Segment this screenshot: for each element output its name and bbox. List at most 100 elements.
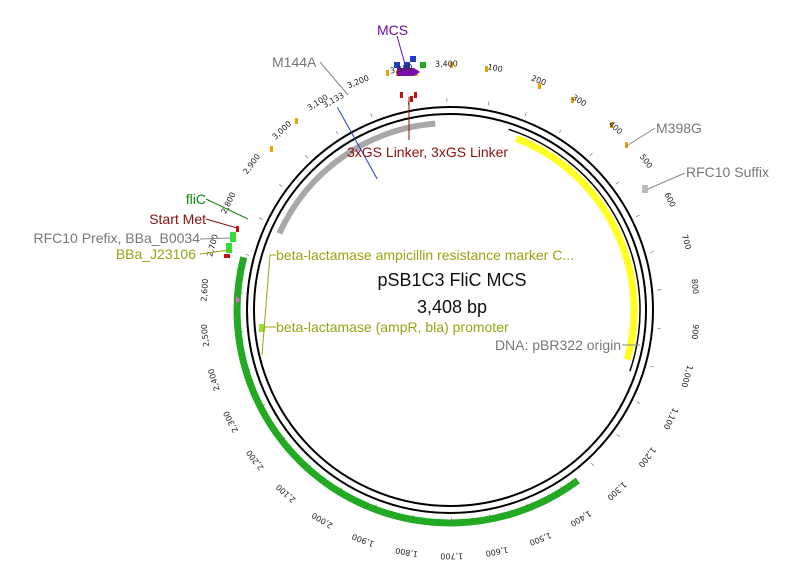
label-m398g: M398G <box>656 120 702 136</box>
label-bla-marker: beta-lactamase ampicillin resistance mar… <box>276 247 574 263</box>
tick-label: 1,800 <box>395 546 419 559</box>
tick-label: 1,500 <box>528 530 553 547</box>
startmet-leader <box>205 218 238 229</box>
tick-label: 3,400 <box>435 59 458 68</box>
j23106-leader <box>199 249 230 255</box>
mcs-feature-cluster <box>394 56 426 102</box>
pink-triangle-mark <box>236 296 240 304</box>
label-start-met: Start Met <box>149 211 206 227</box>
tick-label: 2,700 <box>205 233 220 257</box>
tick-mark <box>335 131 339 135</box>
tick-label: 1,000 <box>679 364 694 388</box>
label-j23106: BBa_J23106 <box>116 246 196 262</box>
tick-label: 400 <box>607 119 624 136</box>
tick-mark <box>279 184 283 187</box>
label-rfc10-prefix: RFC10 Prefix, BBa_B0034 <box>33 230 200 246</box>
site-marker <box>625 142 628 148</box>
tick-label: 100 <box>487 62 504 74</box>
orange-site-markers <box>270 62 628 152</box>
feature-track <box>233 120 638 527</box>
tick-mark <box>616 434 621 438</box>
label-mcs: MCS <box>377 22 408 38</box>
tick-mark <box>524 112 527 117</box>
j23106-mark <box>226 243 232 253</box>
tick-mark <box>489 514 491 519</box>
rfc10-suffix-mark <box>642 185 648 193</box>
linker-mark <box>410 96 413 102</box>
plasmid-length: 3,408 bp <box>417 297 487 317</box>
site-marker <box>571 97 574 103</box>
tick-mark <box>590 462 594 467</box>
tick-label: 3,300 <box>389 62 413 75</box>
tick-label: 1,600 <box>485 545 509 558</box>
tick-label: 2,500 <box>200 324 211 348</box>
tick-mark <box>246 368 251 371</box>
tick-mark <box>615 181 620 185</box>
tick-label: 300 <box>570 93 588 109</box>
site-marker <box>450 62 453 68</box>
site-marker-line <box>336 106 378 180</box>
tick-mark <box>339 487 343 492</box>
bla-marker-leader <box>261 254 276 356</box>
flic-leader <box>205 198 249 220</box>
tick-mark <box>245 254 250 256</box>
tick-label: 3,200 <box>346 73 371 90</box>
tick-mark <box>560 486 563 490</box>
label-flic: fliC <box>186 191 206 207</box>
tick-label: 600 <box>662 191 677 209</box>
tick-label: 1,900 <box>351 532 376 549</box>
tick-mark <box>487 101 490 106</box>
tick-mark <box>589 152 593 157</box>
tick-mark <box>308 464 312 469</box>
feature-arc-dna-pbr322-origin <box>276 120 436 235</box>
linker-mark <box>414 92 417 98</box>
tick-label: 2,900 <box>241 152 262 176</box>
tick-mark <box>649 251 654 253</box>
rfc10prefix-leader <box>199 237 233 240</box>
tick-label: 2,100 <box>274 482 297 504</box>
tick-label: 2,400 <box>207 368 222 393</box>
tick-label: 500 <box>638 152 654 170</box>
tick-label: 2,000 <box>310 511 334 531</box>
mcs-bar <box>394 62 400 68</box>
feature-arc-beta-lactamase-ampicillin-resistance-marker <box>515 135 638 361</box>
inner-strand-arc <box>508 128 641 372</box>
tick-label: 1,100 <box>662 406 680 431</box>
tick-mark <box>261 404 265 407</box>
label-origin: DNA: pBR322 origin <box>495 337 621 353</box>
tick-mark <box>281 436 286 440</box>
tick-label: 700 <box>680 233 693 250</box>
tick-mark <box>412 514 414 519</box>
plasmid-name: pSB1C3 FliC MCS <box>377 270 526 290</box>
tick-label: 2,300 <box>222 410 240 434</box>
tick-mark <box>635 214 640 218</box>
tick-label: 900 <box>690 324 700 340</box>
m144a-leader <box>319 61 349 96</box>
mcs-bar <box>404 62 410 68</box>
inner-track <box>508 128 641 372</box>
site-marker <box>538 83 541 89</box>
tick-label: 2,600 <box>199 278 210 302</box>
rfc10-prefix-mark <box>230 232 236 242</box>
label-3xgs-linker: 3xGS Linker, 3xGS Linker <box>347 144 508 160</box>
tick-label: 1,300 <box>605 480 628 502</box>
mcs-arrow <box>397 68 420 76</box>
site-marker <box>485 66 488 72</box>
mcs-bar <box>420 62 426 68</box>
tick-label: 800 <box>690 278 700 294</box>
linker-mark <box>400 92 403 98</box>
tick-mark <box>559 129 562 134</box>
backbone-inner-circle <box>253 113 647 507</box>
mcs-bar <box>410 56 416 62</box>
label-leader-lines <box>199 35 686 356</box>
left-small-features <box>224 185 648 332</box>
feature-labels: MCS M144A 3xGS Linker, 3xGS Linker M398G… <box>33 22 769 353</box>
label-bla-promoter: beta-lactamase (ampR, bla) promoter <box>276 319 509 335</box>
tick-label: 2,200 <box>245 448 266 472</box>
tick-label: 3,000 <box>270 119 293 141</box>
tick-mark <box>370 113 373 118</box>
site-marker <box>386 70 389 76</box>
m398g-leader <box>624 127 656 148</box>
mcs-leader <box>396 35 406 65</box>
